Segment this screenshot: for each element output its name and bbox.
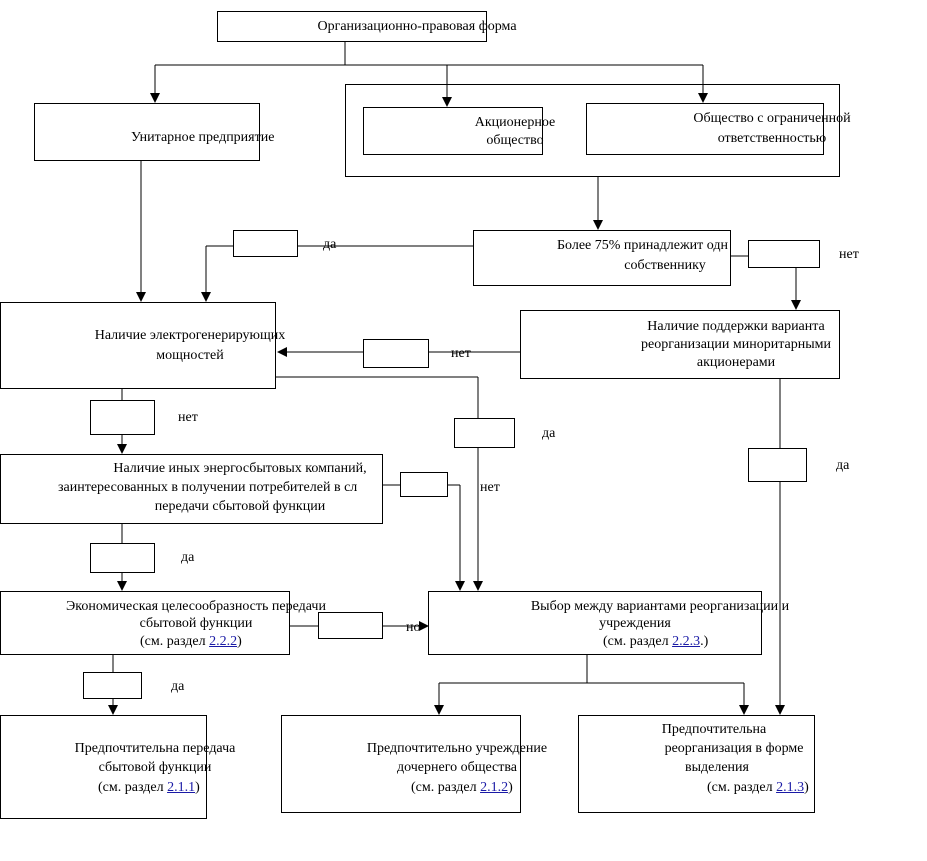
over-75-node [473,230,731,286]
section-2-1-1-link[interactable]: 2.1.1 [167,780,196,795]
edge-label-yes: да [542,426,556,441]
joint-stock-node [363,107,543,155]
other-companies-label-2: заинтересованных в получении потребителе… [58,480,358,495]
section-2-1-2-link[interactable]: 2.1.2 [480,780,509,795]
preferred-subsidiary-ref: (см. раздел 2.1.2) [411,780,513,795]
edge-label-no: нет [178,410,198,425]
edge-label-no: нет [451,346,471,361]
over-75-label-2: собственнику [624,258,706,273]
preferred-spinoff-node [578,715,815,813]
reorganization-choice-label-1: Выбор между вариантами реорганизации и [530,599,790,614]
minority-support-label-3: акционерами [696,355,776,370]
preferred-transfer-label-2: сбытовой функции [98,760,212,775]
minority-support-node [520,310,840,379]
edge-label-box [454,418,515,448]
reorganization-choice-ref: (см. раздел 2.2.3.) [603,634,709,649]
edge-label-no-cut: но [406,620,421,635]
economic-feasibility-label-2: сбытовой функции [139,616,253,631]
edge-label-no: нет [839,247,859,262]
reorganization-choice-label-2: учреждения [599,616,671,631]
company-group-frame [345,84,840,177]
generating-capacity-node [0,302,276,389]
org-form-label: Организационно-правовая форма [317,19,517,34]
generating-capacity-label-2: мощностей [156,348,224,363]
edge-label-box [748,448,807,482]
over-75-label-1: Более 75% принадлежит одн [557,238,728,253]
preferred-spinoff-label-1: Предпочтительна [661,722,767,737]
section-2-2-3-link[interactable]: 2.2.3 [672,634,701,649]
edge-label-box [233,230,298,257]
edge-label-box [83,672,142,699]
edge-label-box [318,612,383,639]
edge-label-box [90,543,155,573]
joint-stock-label-2: общество [486,133,544,148]
minority-support-label-2: реорганизации миноритарными [641,337,831,352]
reorganization-choice-node [428,591,762,655]
preferred-subsidiary-node [281,715,521,813]
other-companies-label-3: передачи сбытовой функции [154,499,326,514]
section-2-2-2-link[interactable]: 2.2.2 [209,634,238,649]
other-companies-label-1: Наличие иных энергосбытовых компаний, [113,461,367,476]
other-companies-node [0,454,383,524]
preferred-subsidiary-label-2: дочернего общества [396,760,518,775]
org-form-node [217,11,487,42]
edge-label-box [400,472,448,497]
unitary-node [34,103,260,161]
section-2-1-3-link[interactable]: 2.1.3 [776,780,805,795]
joint-stock-label-1: Акционерное [474,115,556,130]
minority-support-label-1: Наличие поддержки варианта [647,319,825,334]
preferred-spinoff-label-2: реорганизация в форме [664,741,804,756]
preferred-transfer-label-1: Предпочтительна передача [74,741,236,756]
preferred-spinoff-label-3: выделения [685,760,749,775]
edge-label-box [363,339,429,368]
preferred-subsidiary-label-1: Предпочтительно учреждение [366,741,548,756]
edge-label-yes: да [181,550,195,565]
llc-node [586,103,824,155]
edge-label-yes: да [171,679,185,694]
economic-feasibility-ref: (см. раздел 2.2.2) [140,634,242,649]
edge-label-no: нет [480,480,500,495]
preferred-transfer-ref: (см. раздел 2.1.1) [98,780,200,795]
preferred-spinoff-ref: (см. раздел 2.1.3) [707,780,809,795]
edge-label-box [748,240,820,268]
llc-label-2: ответственностью [717,131,827,146]
llc-label-1: Общество с ограниченной [693,111,851,126]
preferred-transfer-node [0,715,207,819]
edge-label-yes: да [323,237,337,252]
economic-feasibility-node [0,591,290,655]
generating-capacity-label-1: Наличие электрогенерирующих [94,328,286,343]
edge-label-box [90,400,155,435]
unitary-label: Унитарное предприятие [131,130,275,145]
edge-label-yes: да [836,458,850,473]
economic-feasibility-label-1: Экономическая целесообразность передачи [66,599,326,614]
